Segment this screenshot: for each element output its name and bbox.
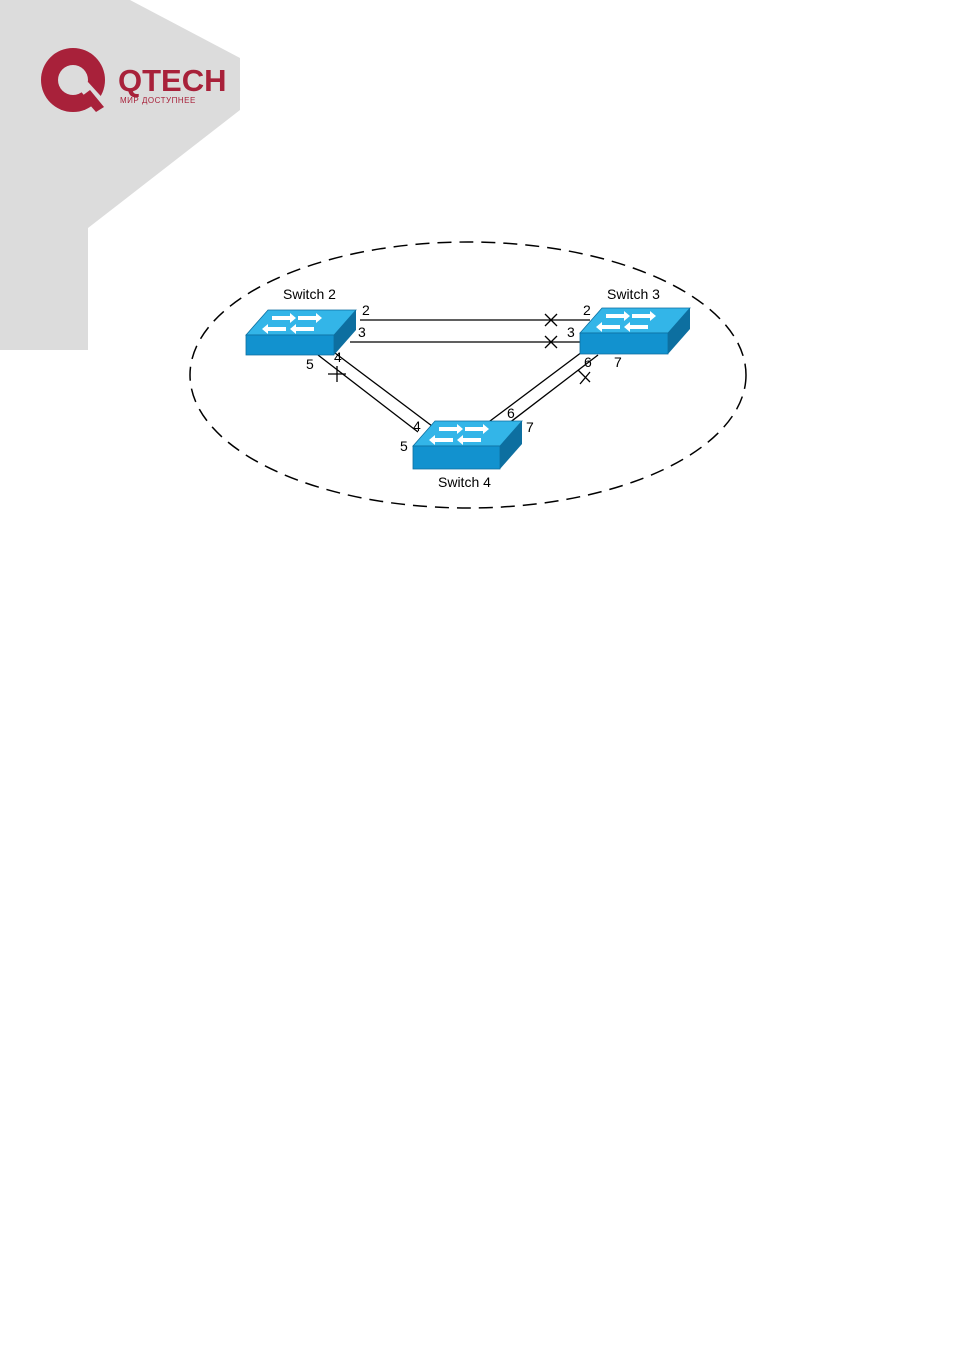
blocked-port-markers — [328, 314, 590, 384]
switch-4-icon — [413, 421, 522, 469]
port-label-sw3-2: 2 — [583, 302, 591, 318]
port-label-sw4-7: 7 — [526, 419, 534, 435]
banner-cutout — [88, 228, 148, 350]
blocked-marker-sw2-p5 — [328, 366, 346, 382]
switch-4-label: Switch 4 — [438, 474, 491, 490]
port-label-sw3-7: 7 — [614, 354, 622, 370]
port-label-sw3-6: 6 — [584, 354, 592, 370]
switch-3-label: Switch 3 — [607, 286, 660, 302]
stp-topology-diagram: Switch 2 Switch 3 Switch 4 2 3 4 5 2 3 6… — [190, 242, 746, 508]
port-label-sw4-5: 5 — [400, 438, 408, 454]
port-label-sw2-3: 3 — [358, 324, 366, 340]
logo-tagline: МИР ДОСТУПНЕЕ — [120, 96, 196, 105]
port-label-sw3-3: 3 — [567, 324, 575, 340]
port-label-sw4-6: 6 — [507, 405, 515, 421]
port-label-sw4-4: 4 — [413, 418, 421, 434]
port-label-sw2-2: 2 — [362, 302, 370, 318]
switch-3-icon — [580, 308, 690, 354]
switch-2-label: Switch 2 — [283, 286, 336, 302]
port-label-sw2-4: 4 — [334, 349, 342, 365]
link-sw2-p4-sw4-p4 — [335, 353, 432, 426]
logo-wordmark: QTECH — [118, 63, 227, 98]
blocked-marker-sw3-p7 — [578, 370, 590, 384]
link-sw2-p5-sw4-p5 — [318, 355, 418, 432]
port-label-sw2-5: 5 — [306, 356, 314, 372]
header-banner — [0, 0, 240, 350]
link-sw3-p6-sw4-p6 — [486, 352, 582, 424]
